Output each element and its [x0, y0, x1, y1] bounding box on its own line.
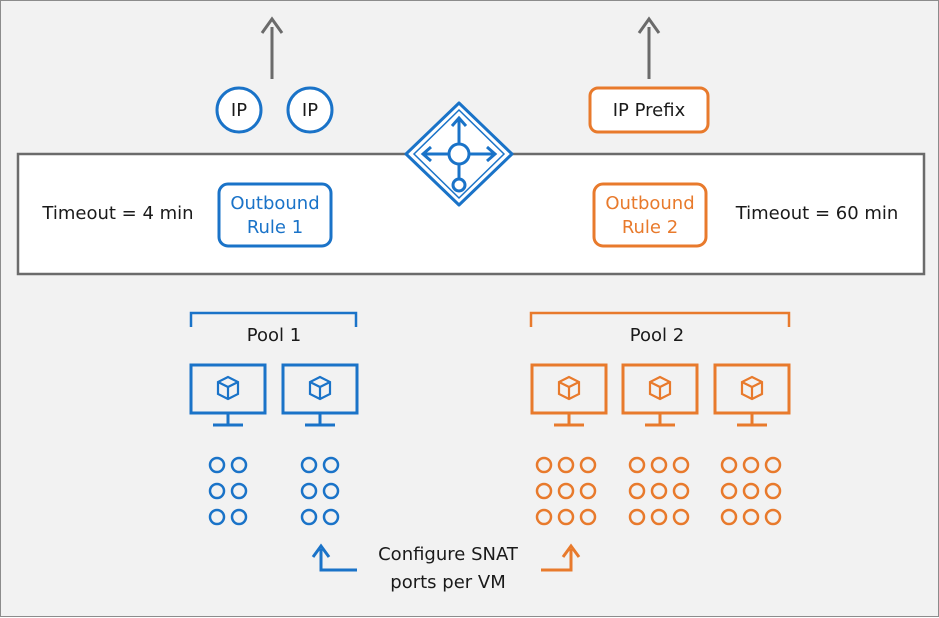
snat-ports-vm-1: [208, 456, 248, 526]
snat-caption-line-1: Configure SNAT: [378, 544, 519, 565]
svg-text:IP: IP: [231, 100, 247, 121]
snat-ports-vm-5: [720, 456, 782, 526]
pool-2-label: Pool 2: [630, 325, 684, 346]
ip-address-1: IP: [215, 86, 263, 134]
pool-2-bracket: [529, 311, 791, 327]
pool-1-vm-1: [189, 363, 267, 427]
load-balancer-icon: [404, 101, 514, 207]
outbound-arrow-left: [260, 16, 284, 79]
pool-1-vm-2: [281, 363, 359, 427]
snat-caption-line-2: ports per VM: [390, 572, 505, 593]
pool-2-vm-2: [621, 363, 699, 427]
snat-ports-vm-2: [300, 456, 340, 526]
snat-arrow-orange: [541, 543, 581, 572]
ip-prefix: IP Prefix: [588, 86, 710, 134]
timeout-rule-2: Timeout = 60 min: [735, 203, 899, 224]
pool-2-vm-3: [713, 363, 791, 427]
outbound-rule-2: Outbound Rule 2: [592, 182, 708, 248]
svg-text:Outbound: Outbound: [230, 193, 319, 214]
svg-text:Outbound: Outbound: [605, 193, 694, 214]
ip-address-2: IP: [286, 86, 334, 134]
svg-text:IP: IP: [302, 100, 318, 121]
snat-ports-vm-3: [535, 456, 597, 526]
snat-ports-vm-4: [628, 456, 690, 526]
pool-1-label: Pool 1: [247, 325, 301, 346]
timeout-rule-1: Timeout = 4 min: [41, 203, 193, 224]
snat-arrow-blue: [311, 543, 357, 572]
pool-1-bracket: [189, 311, 358, 327]
outbound-arrow-right: [637, 16, 661, 79]
outbound-rule-1: Outbound Rule 1: [217, 182, 333, 248]
svg-text:Rule 1: Rule 1: [247, 217, 303, 238]
svg-text:IP Prefix: IP Prefix: [613, 100, 686, 121]
pool-2-vm-1: [530, 363, 608, 427]
svg-text:Rule 2: Rule 2: [622, 217, 678, 238]
